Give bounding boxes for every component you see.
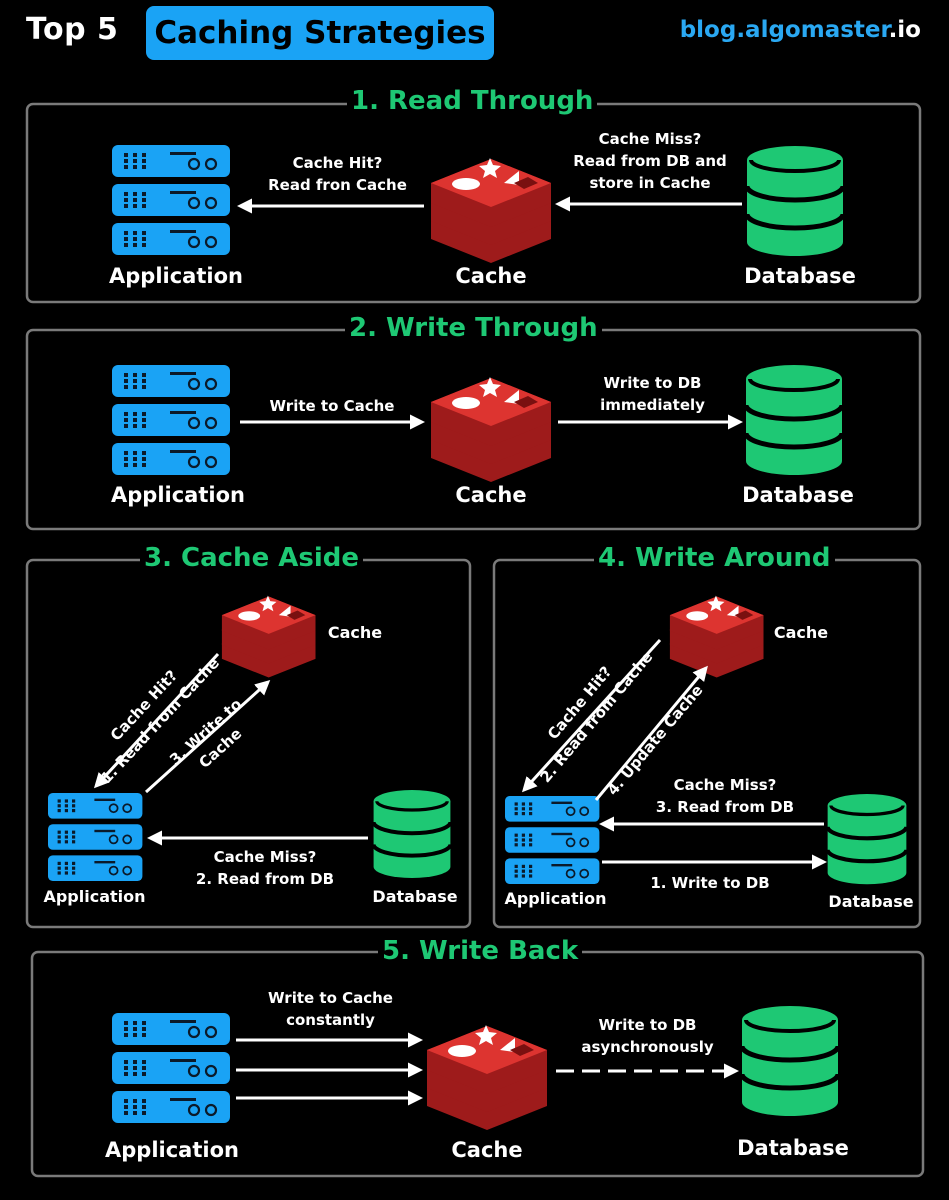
node-label-application: Application [43,887,146,906]
arrow-cache-to-app [521,638,662,793]
node-label-database: Database [742,483,854,507]
node-label-application: Application [111,483,245,507]
node-label-application: Application [109,264,243,288]
arrow-cache-to-app [93,652,220,789]
edge-label-write-to-db: 1. Write to DB [650,874,770,892]
redis-stack-icon [221,595,316,678]
redis-stack-icon [669,595,764,678]
edge-label-line: Write to DB [598,1016,697,1034]
edge-label-line: Cache Miss? [673,776,777,794]
database-cylinder-icon [374,790,451,878]
node-label-database: Database [744,264,856,288]
brand-domain: blog.algomaster [679,17,889,43]
database-cylinder-icon [828,794,907,884]
node-label-cache: Cache [451,1138,523,1162]
section-title-write-through: 2. Write Through [345,313,602,343]
page-title: Caching Strategies [154,15,486,51]
brand-link[interactable]: blog.algomaster.io [680,17,921,43]
redis-stack-icon [431,158,551,263]
node-label-cache: Cache [327,623,383,642]
node-label-cache: Cache [455,264,527,288]
edge-label-line: Read from DB and [573,152,727,170]
edge-label-cache-miss: Cache Miss? 3. Read from DB [640,774,810,818]
title-prefix: Top 5 [26,12,119,47]
edge-label-line: immediately [600,396,705,414]
edge-label-line: store in Cache [589,174,711,192]
edge-label-line: Cache Miss? [598,130,702,148]
edge-label-line: Cache Hit? [292,154,383,172]
server-rack-icon [112,365,230,475]
node-label-application: Application [504,889,607,908]
edge-label-write-to-db: Write to DB immediately [570,372,735,416]
edge-label-line: Cache Miss? [213,848,317,866]
node-label-database: Database [737,1136,849,1160]
redis-stack-icon [427,1025,547,1130]
server-rack-icon [48,793,142,881]
redis-stack-icon [431,377,551,482]
node-label-cache: Cache [773,623,829,642]
edge-label-cache-miss: Cache Miss? Read from DB and store in Ca… [560,128,740,194]
edge-label-line: Read fron Cache [268,176,407,194]
brand-tld: .io [888,17,921,43]
edge-label-line: Write to DB [603,374,702,392]
node-label-application: Application [105,1138,239,1162]
section-title-cache-aside: 3. Cache Aside [140,543,364,573]
server-rack-icon [112,1013,230,1123]
server-rack-icon [112,145,230,255]
arrow-app-to-cache [144,679,271,794]
title-pill: Caching Strategies [146,6,494,60]
section-title-write-around: 4. Write Around [594,543,835,573]
edge-label-cache-miss: Cache Miss? 2. Read from DB [180,846,350,890]
node-label-database: Database [372,887,458,906]
server-rack-icon [505,796,599,884]
node-label-cache: Cache [455,483,527,507]
edge-label-line: constantly [286,1011,375,1029]
section-title-read-through: 1. Read Through [347,86,598,116]
edge-label-line: Write to Cache [268,989,393,1007]
edge-label-write-to-cache: Write to Cache [269,397,395,415]
database-cylinder-icon [747,146,843,256]
edge-label-line: 2. Read from DB [195,870,335,888]
database-cylinder-icon [746,365,842,475]
edge-label-line: asynchronously [581,1038,714,1056]
edge-label-write-to-db: Write to DB asynchronously [565,1014,730,1058]
edge-label-cache-hit: Cache Hit? Read fron Cache [255,152,420,196]
database-cylinder-icon [742,1006,838,1116]
edge-label-line: 3. Read from DB [655,798,795,816]
section-title-write-back: 5. Write Back [378,936,583,966]
arrow-app-to-cache [594,665,708,801]
edge-label-write-to-cache: Write to Cache constantly [248,987,413,1031]
node-label-database: Database [828,892,914,911]
